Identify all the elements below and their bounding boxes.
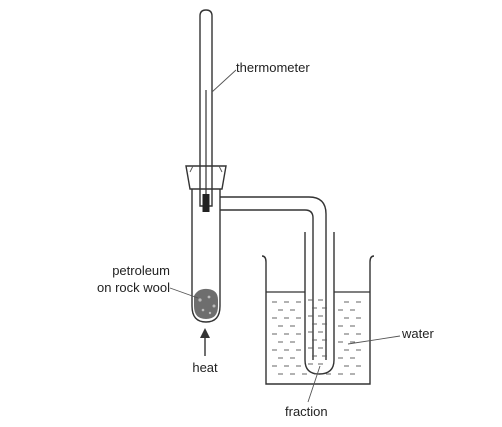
water-surface-dashes — [272, 299, 361, 375]
water-leader — [347, 335, 401, 345]
rock-wool — [194, 288, 218, 319]
water-label: water — [401, 326, 434, 341]
beaker — [261, 255, 375, 385]
thermometer — [199, 9, 213, 212]
thermometer-leader — [211, 69, 237, 93]
delivery-tube — [220, 196, 327, 360]
fraction-label: fraction — [285, 404, 328, 419]
boiling-tube — [191, 189, 221, 323]
petroleum-label: petroleum — [112, 263, 170, 278]
heat-label: heat — [192, 360, 218, 375]
heat-arrow — [200, 328, 210, 356]
thermometer-bulb — [202, 194, 210, 212]
stopper — [185, 165, 227, 190]
rock-wool-label: on rock wool — [97, 280, 170, 295]
thermometer-label: thermometer — [236, 60, 310, 75]
petroleum-leader — [169, 287, 199, 299]
collection-tube — [304, 232, 335, 375]
fraction-leader — [307, 365, 321, 403]
